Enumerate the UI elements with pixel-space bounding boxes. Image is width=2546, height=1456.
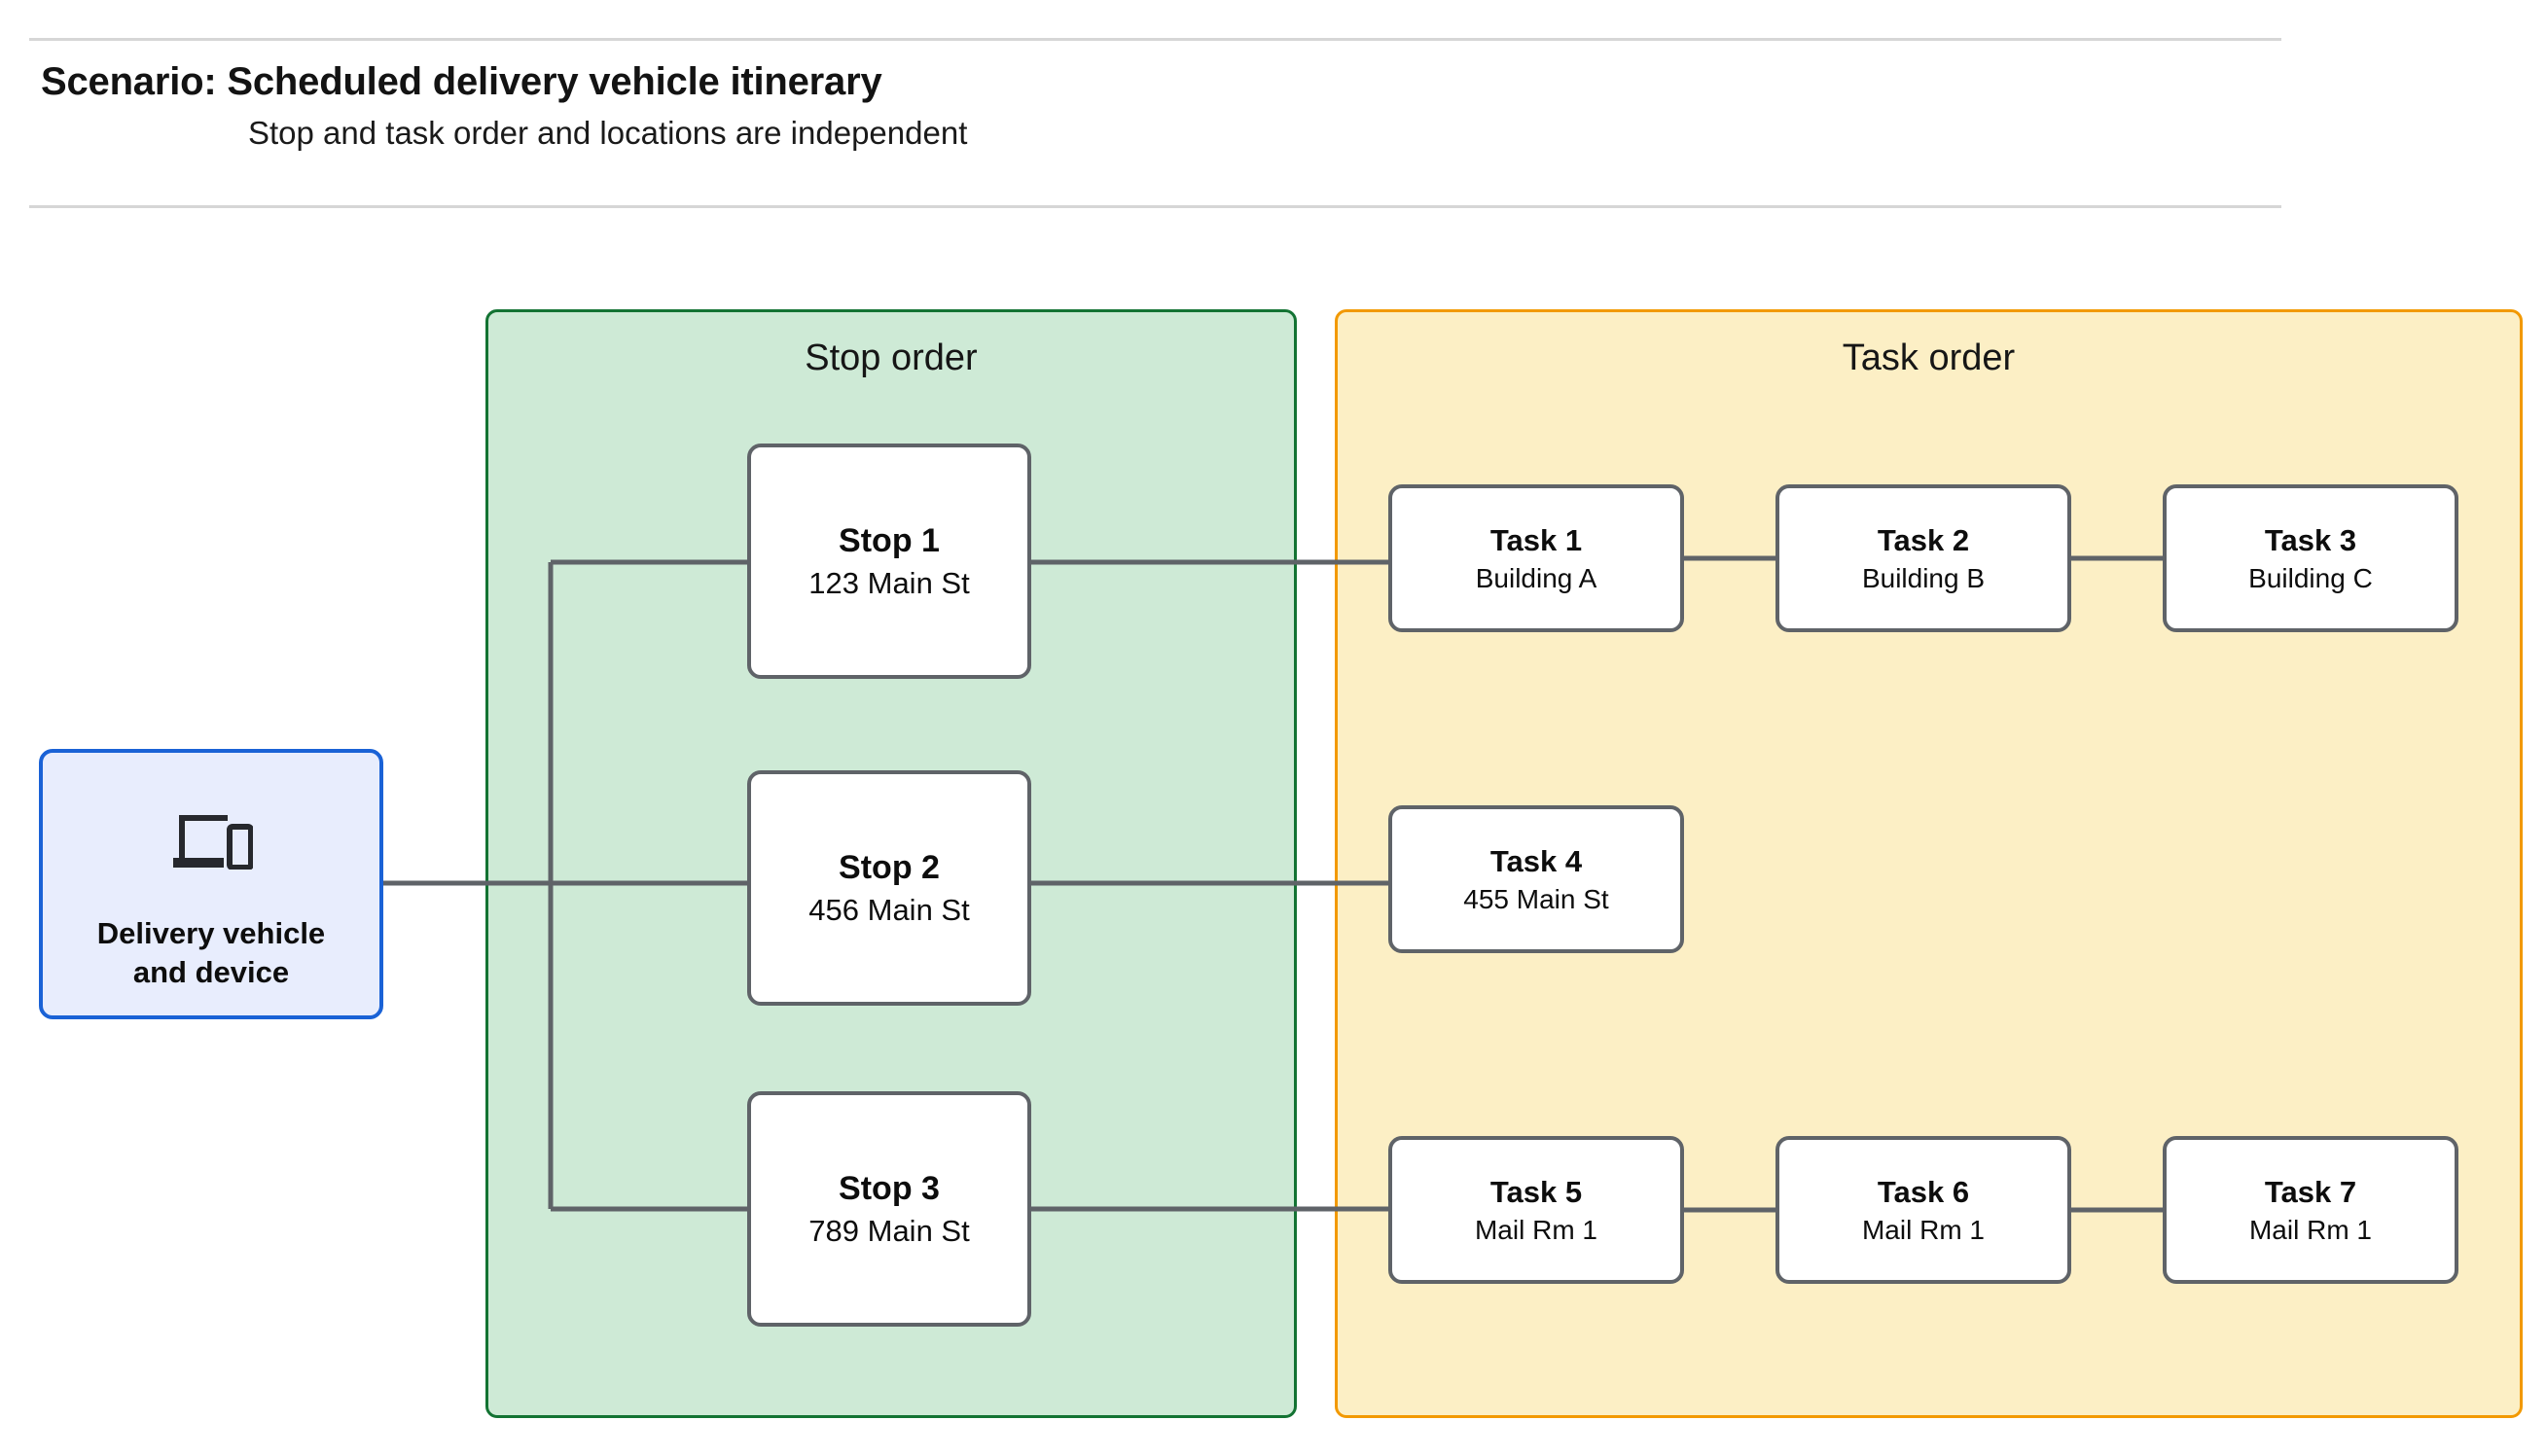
task-node-7-location: Mail Rm 1 [2248,1214,2372,1245]
task-node-2[interactable]: Task 2 Building B [1775,484,2071,632]
task-node-6-location: Mail Rm 1 [1861,1214,1985,1245]
task-node-7-title: Task 7 [2264,1174,2357,1209]
task-node-2-location: Building B [1861,562,1986,593]
delivery-vehicle-label-line2: and device [132,954,290,989]
task-node-3-title: Task 3 [2264,522,2357,557]
header-divider-top [29,38,2281,41]
stop-node-3-title: Stop 3 [839,1169,940,1207]
task-order-group-title: Task order [1842,337,2016,378]
task-node-5-location: Mail Rm 1 [1474,1214,1597,1245]
task-node-4-location: 455 Main St [1463,883,1609,914]
header-divider-bottom [29,205,2281,208]
stop-node-3[interactable]: Stop 3 789 Main St [747,1091,1031,1327]
task-node-4-title: Task 4 [1489,843,1583,878]
stop-node-1-title: Stop 1 [839,521,940,559]
task-node-4[interactable]: Task 4 455 Main St [1388,805,1684,953]
task-node-1[interactable]: Task 1 Building A [1388,484,1684,632]
stop-node-2[interactable]: Stop 2 456 Main St [747,770,1031,1006]
task-node-3[interactable]: Task 3 Building C [2163,484,2458,632]
delivery-vehicle-label: Delivery vehicle and device [97,914,325,991]
page-subtitle: Stop and task order and locations are in… [248,115,968,151]
task-node-1-location: Building A [1475,562,1597,593]
stop-order-group-title: Stop order [805,337,978,378]
task-node-5[interactable]: Task 5 Mail Rm 1 [1388,1136,1684,1284]
stop-node-1[interactable]: Stop 1 123 Main St [747,444,1031,679]
stop-node-3-address: 789 Main St [808,1213,970,1248]
stop-node-1-address: 123 Main St [808,565,970,600]
delivery-vehicle-node[interactable]: Delivery vehicle and device [39,749,383,1019]
stop-node-2-address: 456 Main St [808,892,970,927]
stop-node-2-title: Stop 2 [839,848,940,886]
laptop-and-phone-icon [173,815,253,870]
task-node-1-title: Task 1 [1489,522,1583,557]
task-node-6-title: Task 6 [1877,1174,1970,1209]
page-title: Scenario: Scheduled delivery vehicle iti… [41,60,882,103]
task-node-2-title: Task 2 [1877,522,1970,557]
task-node-7[interactable]: Task 7 Mail Rm 1 [2163,1136,2458,1284]
task-node-5-title: Task 5 [1489,1174,1583,1209]
delivery-vehicle-label-line1: Delivery vehicle [96,916,326,950]
task-node-6[interactable]: Task 6 Mail Rm 1 [1775,1136,2071,1284]
task-node-3-location: Building C [2248,562,2373,593]
